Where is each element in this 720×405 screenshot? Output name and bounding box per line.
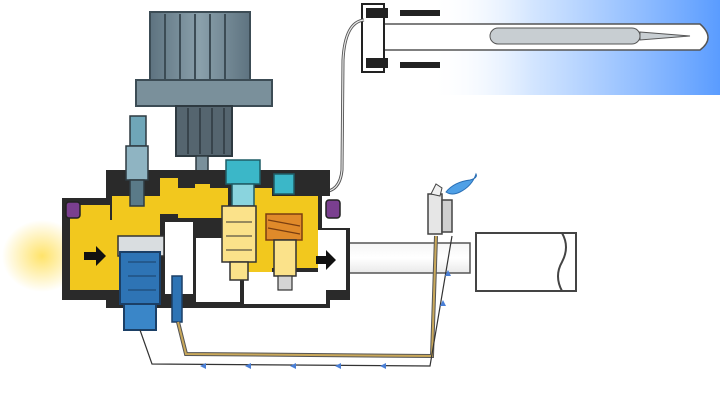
thermostat-actuator xyxy=(225,159,295,207)
thermocouple-icon xyxy=(427,183,453,235)
flow-direction-markers xyxy=(200,270,451,369)
bulb-sensor-icon xyxy=(361,0,720,95)
thermostat-head xyxy=(135,11,273,187)
valve-body xyxy=(62,170,350,308)
main-valve xyxy=(221,205,257,281)
thermocouple-line xyxy=(139,235,453,367)
pilot-pin xyxy=(171,275,183,323)
spring-coil xyxy=(265,213,303,291)
outlet-pipe xyxy=(344,232,577,292)
magnet-valve xyxy=(117,235,165,331)
flame-icon xyxy=(445,172,477,195)
inlet-cap xyxy=(65,201,81,219)
outlet-cap xyxy=(325,199,341,219)
pressure-screw xyxy=(125,115,149,207)
flow-arrow-icon xyxy=(84,246,106,266)
flow-arrow-icon xyxy=(316,250,336,270)
